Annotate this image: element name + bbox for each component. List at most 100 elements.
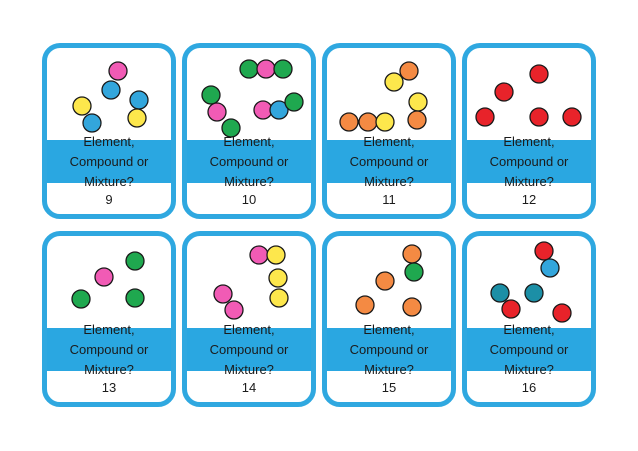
question-line: Element, bbox=[363, 134, 415, 149]
question-text: Element, Compound or Mixture? bbox=[47, 320, 171, 380]
orange-atom bbox=[358, 112, 378, 132]
red-atom bbox=[534, 241, 554, 261]
question-line: Mixture? bbox=[364, 174, 414, 189]
yellow-atom bbox=[269, 288, 289, 308]
green-atom bbox=[71, 289, 91, 309]
question-text: Element, Compound or Mixture? bbox=[327, 132, 451, 192]
orange-atom bbox=[339, 112, 359, 132]
blue-atom bbox=[82, 113, 102, 133]
particle-diagram bbox=[213, 245, 289, 320]
card-number: 12 bbox=[521, 192, 537, 207]
green-atom bbox=[221, 118, 241, 138]
particle-diagram bbox=[490, 241, 572, 323]
red-atom bbox=[501, 299, 521, 319]
pink-atom bbox=[213, 284, 233, 304]
card-number: 14 bbox=[241, 380, 257, 395]
question-band bbox=[187, 140, 311, 183]
question-line: Element, bbox=[503, 134, 555, 149]
question-line: Mixture? bbox=[224, 362, 274, 377]
question-text: Element, Compound or Mixture? bbox=[187, 320, 311, 380]
green-atom bbox=[125, 251, 145, 271]
question-line: Mixture? bbox=[84, 362, 134, 377]
question-band bbox=[47, 328, 171, 371]
red-atom bbox=[552, 303, 572, 323]
question-line: Element, bbox=[83, 134, 135, 149]
card-9[interactable]: Element, Compound or Mixture? 9 bbox=[42, 43, 176, 219]
orange-atom bbox=[402, 244, 422, 264]
question-line: Element, bbox=[223, 322, 275, 337]
question-text: Element, Compound or Mixture? bbox=[327, 320, 451, 380]
card-11[interactable]: Element, Compound or Mixture? 11 bbox=[322, 43, 456, 219]
question-line: Mixture? bbox=[84, 174, 134, 189]
orange-atom bbox=[399, 61, 419, 81]
card-number: 9 bbox=[105, 192, 113, 207]
particle-diagram bbox=[71, 251, 145, 309]
yellow-atom bbox=[72, 96, 92, 116]
green-atom bbox=[284, 92, 304, 112]
orange-atom bbox=[402, 297, 422, 317]
question-line: Compound or bbox=[69, 342, 149, 357]
question-text: Element, Compound or Mixture? bbox=[47, 132, 171, 192]
question-line: Mixture? bbox=[364, 362, 414, 377]
question-line: Compound or bbox=[349, 342, 429, 357]
particle-diagram bbox=[72, 61, 149, 133]
red-atom bbox=[475, 107, 495, 127]
pink-atom bbox=[249, 245, 269, 265]
red-atom bbox=[529, 107, 549, 127]
blue-atom bbox=[129, 90, 149, 110]
card-12[interactable]: Element, Compound or Mixture? 12 bbox=[462, 43, 596, 219]
question-line: Mixture? bbox=[224, 174, 274, 189]
question-band bbox=[47, 140, 171, 183]
pink-atom bbox=[108, 61, 128, 81]
red-atom bbox=[529, 64, 549, 84]
question-text: Element, Compound or Mixture? bbox=[467, 132, 591, 192]
card-16[interactable]: Element, Compound or Mixture? 16 bbox=[462, 231, 596, 407]
green-atom bbox=[239, 59, 259, 79]
question-line: Compound or bbox=[349, 154, 429, 169]
card-10[interactable]: Element, Compound or Mixture? 10 bbox=[182, 43, 316, 219]
blue-atom bbox=[101, 80, 121, 100]
card-13[interactable]: Element, Compound or Mixture? 13 bbox=[42, 231, 176, 407]
teal-atom bbox=[524, 283, 544, 303]
question-line: Element, bbox=[503, 322, 555, 337]
orange-atom bbox=[407, 110, 427, 130]
pink-atom bbox=[207, 102, 227, 122]
yellow-atom bbox=[268, 268, 288, 288]
yellow-atom bbox=[408, 92, 428, 112]
card-14[interactable]: Element, Compound or Mixture? 14 bbox=[182, 231, 316, 407]
yellow-atom bbox=[384, 72, 404, 92]
question-line: Element, bbox=[223, 134, 275, 149]
teal-atom bbox=[490, 283, 510, 303]
yellow-atom bbox=[266, 245, 286, 265]
particle-diagram bbox=[355, 244, 424, 317]
question-line: Compound or bbox=[489, 342, 569, 357]
question-line: Mixture? bbox=[504, 362, 554, 377]
green-atom bbox=[404, 262, 424, 282]
pink-atom bbox=[94, 267, 114, 287]
question-band bbox=[327, 328, 451, 371]
card-number: 15 bbox=[381, 380, 397, 395]
pink-atom bbox=[256, 59, 276, 79]
blue-atom bbox=[269, 100, 289, 120]
question-line: Compound or bbox=[209, 154, 289, 169]
particle-diagram bbox=[339, 61, 428, 132]
card-15[interactable]: Element, Compound or Mixture? 15 bbox=[322, 231, 456, 407]
question-line: Mixture? bbox=[504, 174, 554, 189]
green-atom bbox=[125, 288, 145, 308]
particle-diagram bbox=[201, 59, 304, 138]
orange-atom bbox=[375, 271, 395, 291]
blue-atom bbox=[540, 258, 560, 278]
question-line: Compound or bbox=[489, 154, 569, 169]
question-text: Element, Compound or Mixture? bbox=[467, 320, 591, 380]
question-band bbox=[467, 328, 591, 371]
green-atom bbox=[273, 59, 293, 79]
question-line: Element, bbox=[363, 322, 415, 337]
yellow-atom bbox=[375, 112, 395, 132]
card-number: 13 bbox=[101, 380, 117, 395]
question-band bbox=[327, 140, 451, 183]
question-text: Element, Compound or Mixture? bbox=[187, 132, 311, 192]
card-number: 16 bbox=[521, 380, 537, 395]
question-line: Element, bbox=[83, 322, 135, 337]
green-atom bbox=[201, 85, 221, 105]
